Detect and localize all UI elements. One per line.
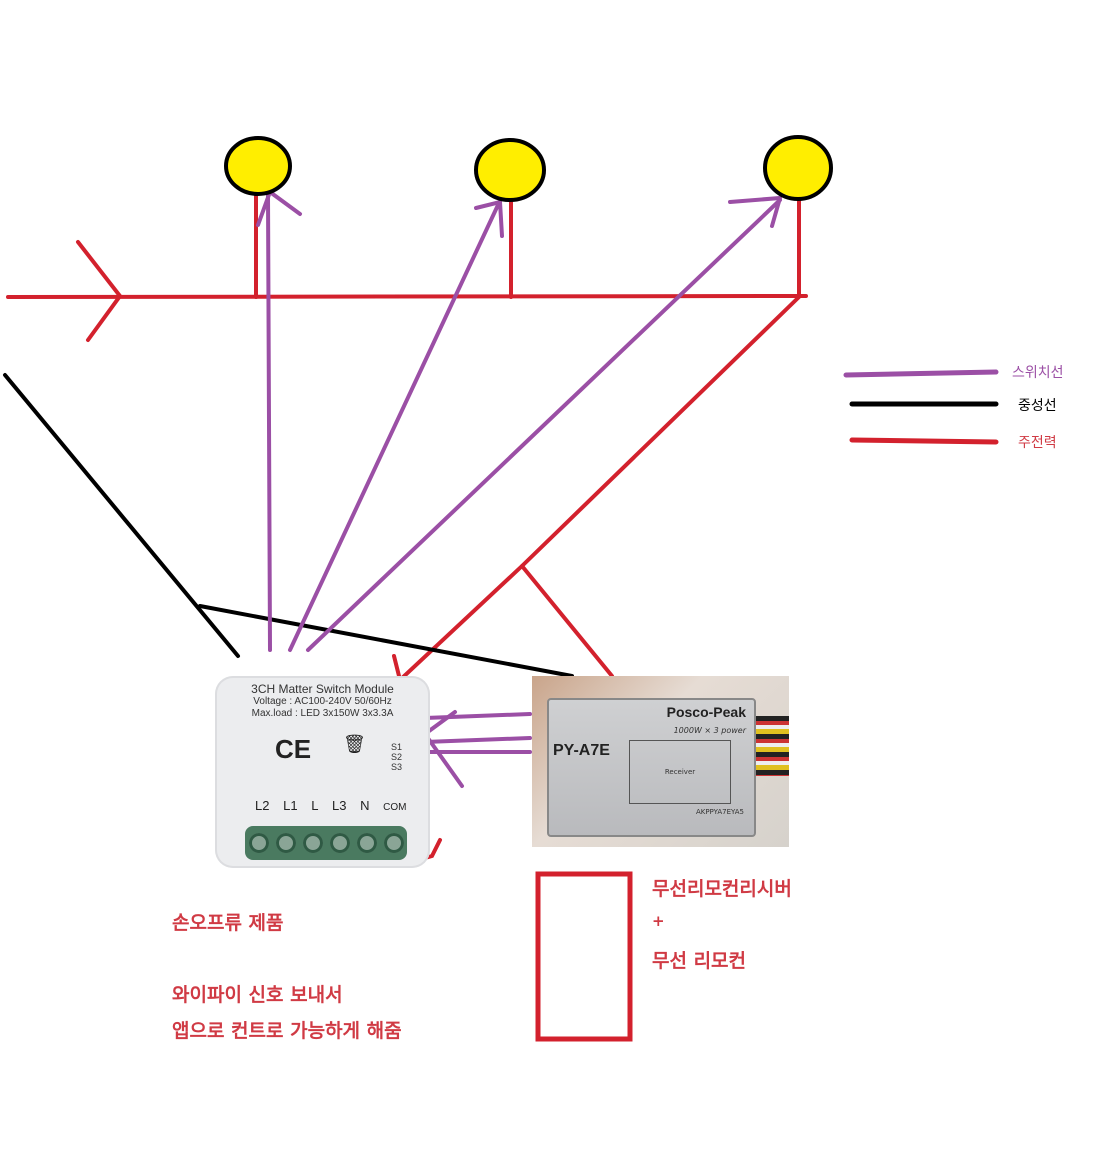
module-caption-3: 앱으로 컨트로 가능하게 해줌 [172,1020,402,1042]
terminal-n: N [360,798,370,813]
receiver-to-module-1 [423,712,532,720]
switch-label-s3: S3 [391,762,403,772]
screw-icon [275,833,296,853]
receiver-body: Posco-Peak 1000W × 3 power PY-A7E Receiv… [547,698,756,837]
legend-label-power: 주전력 [1018,435,1057,451]
receiver-model: PY-A7E [553,742,610,759]
switch-label-s1: S1 [391,742,403,752]
switch-labels: S1 S2 S3 [391,742,402,772]
switch-wire-3 [306,198,782,652]
remote-placeholder-box [535,871,633,1042]
module-caption-1: 손오프류 제품 [172,912,284,934]
main-power-line [6,190,808,863]
screw-icon [329,833,350,853]
lamp-3 [763,135,833,201]
module-voltage: Voltage : AC100-240V 50/60Hz [253,696,392,707]
switch-wire-1-arrowhead [256,188,302,227]
screw-icon [248,833,269,853]
terminal-l2: L2 [255,798,270,813]
receiver-arrowhead [422,710,464,788]
lamp-2 [474,138,546,202]
screw-icon [383,833,404,853]
switch-wire-1 [266,193,272,652]
switch-wire-2-arrowhead [474,199,504,238]
power-feed-to-module [392,294,802,684]
receiver-to-module-2 [423,736,532,744]
receiver-photo: Posco-Peak 1000W × 3 power PY-A7E Receiv… [532,676,789,847]
legend-switch-line [843,369,999,378]
receiver-caption-plus: + [652,912,665,930]
receiver-inner-label: Receiver [629,740,731,804]
receiver-caption-2: 무선 리모컨 [652,950,747,972]
module-title: 3CH Matter Switch Module [251,682,394,696]
terminal-l1: L1 [283,798,298,813]
terminal-l3: L3 [332,798,347,813]
ce-mark-icon: CE [275,734,312,764]
lamp-1 [224,136,292,196]
screw-icon [356,833,377,853]
legend-label-switch: 스위치선 [1012,365,1064,381]
screw-icon [302,833,323,853]
receiver-wires [755,716,789,776]
legend-power-line [849,437,999,445]
legend-label-neutral: 중성선 [1018,398,1057,414]
receiver-code: AKPPYA7EYA5 [695,808,744,816]
switch-wire-2 [288,203,500,652]
terminal-labels: L2 L1 L L3 N COM [255,798,417,813]
lamps [224,135,833,202]
switch-module-photo: 3CH Matter Switch Module Voltage : AC100… [215,676,430,868]
power-feed-to-receiver [520,564,614,678]
switch-wire-3-arrowhead [728,195,783,228]
receiver-power: 1000W × 3 power [673,726,746,735]
receiver-caption-1: 무선리모컨리시버 [652,878,792,900]
module-maxload: Max.load : LED 3x150W 3x3.3A [251,708,394,719]
module-caption-2: 와이파이 신호 보내서 [172,984,343,1006]
terminal-block [245,826,407,860]
terminal-l: L [311,798,319,813]
receiver-brand: Posco-Peak [666,704,746,720]
neutral-line [3,373,574,678]
terminal-com: COM [383,802,407,813]
weee-bin-icon: 🗑 [343,734,366,755]
switch-label-s2: S2 [391,752,403,762]
legend [843,369,999,445]
power-direction-arrow [76,240,123,342]
module-label: 3CH Matter Switch Module Voltage : AC100… [215,682,430,720]
